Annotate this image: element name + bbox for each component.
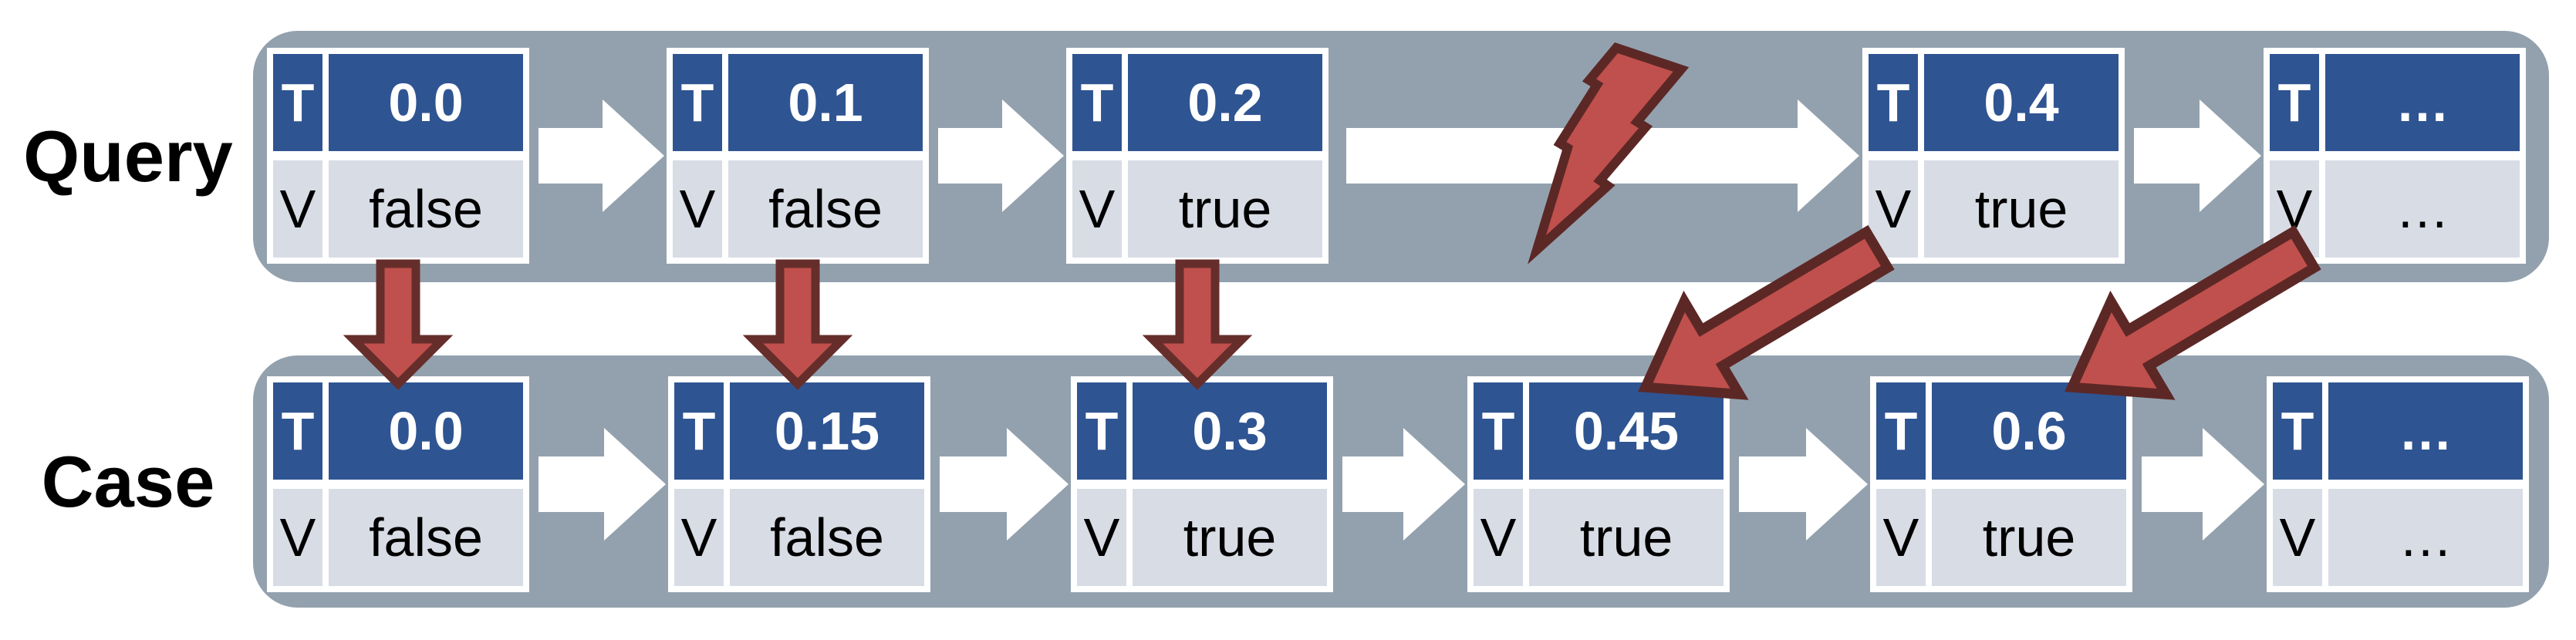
time-value-cell: 0.2: [1128, 54, 1322, 151]
time-label-cell: T: [1072, 54, 1122, 151]
value-value-cell: false: [329, 160, 523, 258]
time-label-cell: T: [1869, 54, 1918, 151]
value-label-cell: V: [1474, 489, 1523, 586]
value-value-cell: true: [1133, 489, 1327, 586]
query-row-label: Query: [23, 116, 233, 197]
value-value-cell: …: [2328, 489, 2523, 586]
time-label-cell: T: [2273, 382, 2322, 480]
time-value-cell: …: [2325, 54, 2520, 151]
query-node-2: T 0.1 V false: [667, 48, 929, 264]
time-value-cell: 0.45: [1529, 382, 1724, 480]
value-label-cell: V: [1869, 160, 1918, 258]
value-label-cell: V: [2270, 160, 2319, 258]
value-label-cell: V: [273, 489, 322, 586]
case-node-4: T 0.45 V true: [1467, 376, 1730, 592]
value-label-cell: V: [673, 160, 722, 258]
time-label-cell: T: [2270, 54, 2319, 151]
value-value-cell: false: [728, 160, 923, 258]
case-node-3: T 0.3 V true: [1071, 376, 1333, 592]
value-value-cell: …: [2325, 160, 2520, 258]
value-label-cell: V: [674, 489, 724, 586]
value-label-cell: V: [273, 160, 322, 258]
time-value-cell: 0.1: [728, 54, 923, 151]
value-value-cell: false: [329, 489, 523, 586]
time-value-cell: 0.0: [329, 54, 523, 151]
value-value-cell: true: [1128, 160, 1322, 258]
value-label-cell: V: [2273, 489, 2322, 586]
time-value-cell: 0.4: [1924, 54, 2119, 151]
time-label-cell: T: [273, 382, 322, 480]
value-label-cell: V: [1072, 160, 1122, 258]
time-value-cell: 0.3: [1133, 382, 1327, 480]
value-value-cell: true: [1529, 489, 1724, 586]
query-node-4: T 0.4 V true: [1862, 48, 2125, 264]
time-label-cell: T: [273, 54, 322, 151]
value-value-cell: false: [730, 489, 924, 586]
time-value-cell: 0.6: [1932, 382, 2126, 480]
time-label-cell: T: [1077, 382, 1126, 480]
query-node-5: T … V …: [2264, 48, 2526, 264]
time-value-cell: …: [2328, 382, 2523, 480]
time-label-cell: T: [1876, 382, 1926, 480]
value-value-cell: true: [1932, 489, 2126, 586]
time-label-cell: T: [673, 54, 722, 151]
case-node-6: T … V …: [2267, 376, 2529, 592]
value-value-cell: true: [1924, 160, 2119, 258]
time-value-cell: 0.0: [329, 382, 523, 480]
value-label-cell: V: [1077, 489, 1126, 586]
case-node-1: T 0.0 V false: [267, 376, 529, 592]
time-label-cell: T: [674, 382, 724, 480]
query-node-3: T 0.2 V true: [1066, 48, 1329, 264]
value-label-cell: V: [1876, 489, 1926, 586]
case-sequence-band: [253, 355, 2549, 608]
time-value-cell: 0.15: [730, 382, 924, 480]
query-node-1: T 0.0 V false: [267, 48, 529, 264]
case-node-5: T 0.6 V true: [1870, 376, 2132, 592]
case-row-label: Case: [41, 440, 215, 522]
time-label-cell: T: [1474, 382, 1523, 480]
query-sequence-band: [253, 31, 2549, 282]
case-node-2: T 0.15 V false: [668, 376, 930, 592]
